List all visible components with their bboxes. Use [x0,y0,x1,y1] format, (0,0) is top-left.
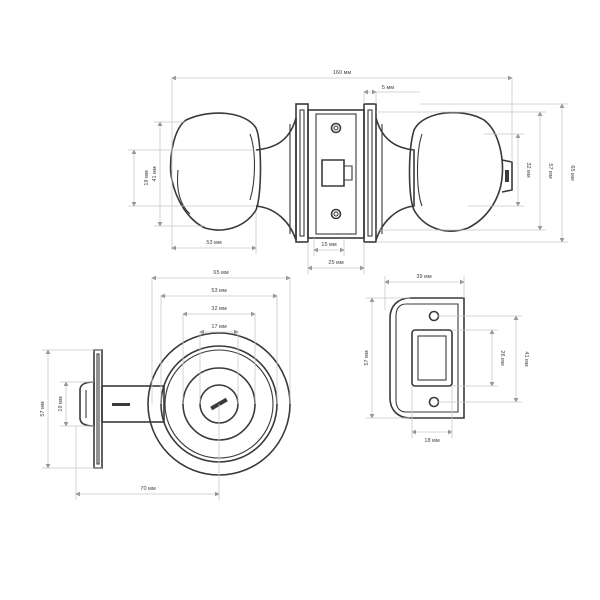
strike-hole-bottom [428,396,440,408]
dim-latch-spacing: 15 мм [321,242,336,248]
dim-rose-inner: 53 мм [211,288,226,294]
dim-knob-height-left: 41 мм [152,166,158,181]
left-knob-shade [176,169,191,215]
dim-strike-width: 39 мм [416,274,431,280]
dim-overall-height: 65 мм [569,165,575,180]
strike-hole-top [428,310,440,322]
dim-strike-opening-width: 18 мм [424,438,439,444]
screw-hole-bottom [330,208,342,220]
top-view [169,103,513,243]
dim-rose-outer: 65 мм [213,270,228,276]
dim-rose-offset: 5 мм [382,85,394,91]
dim-strike-hole-spacing: 41 мм [523,351,529,366]
dim-bolt-height: 19 мм [58,396,64,411]
dim-backset: 70 мм [140,486,155,492]
dim-thumbturn: 32 мм [211,306,226,312]
strike-opening [411,329,453,387]
right-rose [363,103,377,243]
dim-neck-height-left: 19 мм [144,170,150,185]
dim-strike-opening-height: 26 мм [499,350,505,365]
dim-strike-height: 57 мм [364,350,370,365]
dim-overall-length: 160 мм [333,70,351,76]
dim-knob-length: 53 мм [206,240,221,246]
strike-plate-dimensions [366,276,522,438]
latch-spindle [321,159,345,187]
faceplate [93,349,103,469]
side-view [79,332,291,476]
dim-backset-width: 25 мм [328,260,343,266]
latch-tube [101,385,165,423]
left-rose [295,103,309,243]
side-view-dimensions [42,275,291,500]
key-cylinder [501,159,513,193]
dim-faceplate-height: 57 мм [40,401,46,416]
dim-knob-height-right: 32 мм [525,162,531,177]
right-neck [375,117,415,241]
dim-rose-height: 57 мм [547,163,553,178]
latch-bolt [79,381,95,427]
top-view-dimensions [128,75,568,274]
left-knob [169,112,262,231]
dim-thumbturn-inner: 17 мм [211,324,226,330]
right-knob [408,111,504,232]
screw-hole-top [330,122,342,134]
